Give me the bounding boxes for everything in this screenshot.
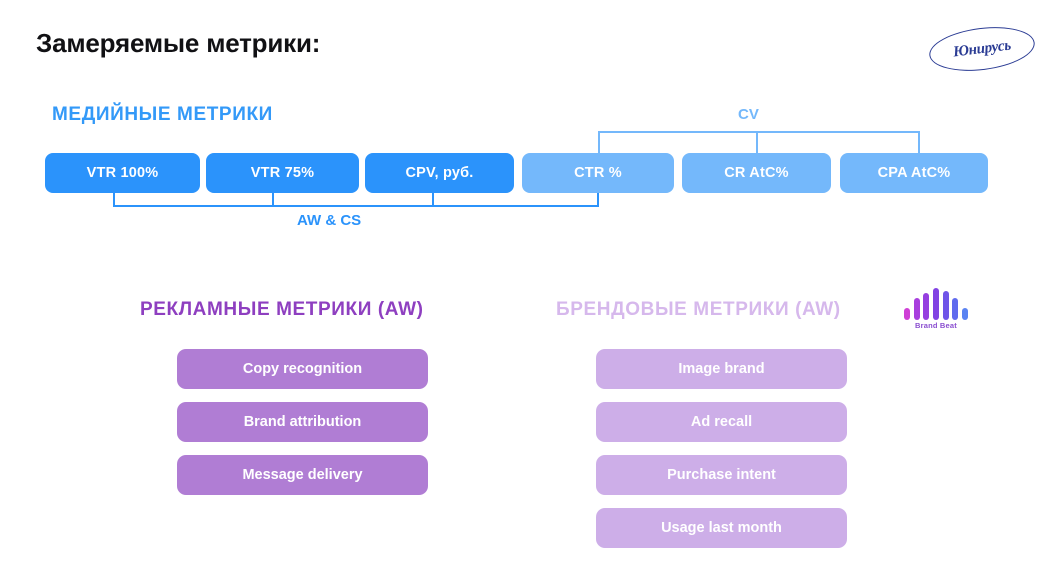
- brand-beat-bar-7: [961, 308, 968, 320]
- bracket-awcs-riser-4: [597, 193, 599, 207]
- brand-beat-bar-4: [932, 288, 939, 320]
- brand-beat-bars: [904, 288, 968, 320]
- brand-beat-bar-2: [913, 298, 920, 320]
- bracket-label-aw-cs: AW & CS: [297, 212, 362, 229]
- company-logo: Юнирусь: [926, 21, 1038, 77]
- bracket-cv-drop-right: [918, 131, 920, 155]
- logo-text: Юнирусь: [952, 37, 1012, 60]
- metric-pill-cr-atc[interactable]: CR AtC%: [682, 153, 831, 193]
- ad-metric-card-copy-recognition[interactable]: Copy recognition: [177, 349, 428, 389]
- bracket-label-cv: CV: [738, 106, 759, 123]
- brand-metric-card-usage-last-month[interactable]: Usage last month: [596, 508, 847, 548]
- brand-metric-card-purchase-intent[interactable]: Purchase intent: [596, 455, 847, 495]
- ad-metric-card-message-delivery[interactable]: Message delivery: [177, 455, 428, 495]
- bracket-awcs-horizontal: [113, 205, 599, 207]
- brand-beat-bar-5: [942, 291, 949, 320]
- bracket-awcs-riser-2: [272, 193, 274, 207]
- bracket-awcs-riser-1: [113, 193, 115, 207]
- metric-pill-ctr[interactable]: CTR %: [522, 153, 674, 193]
- metric-pill-cpv[interactable]: CPV, руб.: [365, 153, 514, 193]
- brand-beat-label: Brand Beat: [914, 321, 957, 330]
- metric-pill-vtr-100[interactable]: VTR 100%: [45, 153, 200, 193]
- section-heading-ad-metrics: РЕКЛАМНЫЕ МЕТРИКИ (AW): [140, 299, 424, 320]
- ad-metric-card-brand-attribution[interactable]: Brand attribution: [177, 402, 428, 442]
- brand-beat-logo: Brand Beat: [904, 288, 968, 334]
- section-heading-media-metrics: МЕДИЙНЫЕ МЕТРИКИ: [52, 104, 273, 125]
- brand-beat-bar-1: [904, 308, 910, 320]
- brand-metric-card-ad-recall[interactable]: Ad recall: [596, 402, 847, 442]
- page-title: Замеряемые метрики:: [36, 28, 321, 58]
- bracket-awcs-riser-3: [432, 193, 434, 207]
- metric-pill-vtr-75[interactable]: VTR 75%: [206, 153, 359, 193]
- bracket-cv-horizontal: [598, 131, 920, 133]
- brand-metric-card-image-brand[interactable]: Image brand: [596, 349, 847, 389]
- bracket-cv-drop-left: [598, 131, 600, 155]
- brand-beat-bar-3: [923, 293, 930, 320]
- metric-pill-cpa-atc[interactable]: CPA AtC%: [840, 153, 988, 193]
- brand-beat-bar-6: [952, 298, 959, 320]
- section-heading-brand-metrics: БРЕНДОВЫЕ МЕТРИКИ (AW): [556, 299, 841, 320]
- bracket-cv-drop-center: [756, 131, 758, 155]
